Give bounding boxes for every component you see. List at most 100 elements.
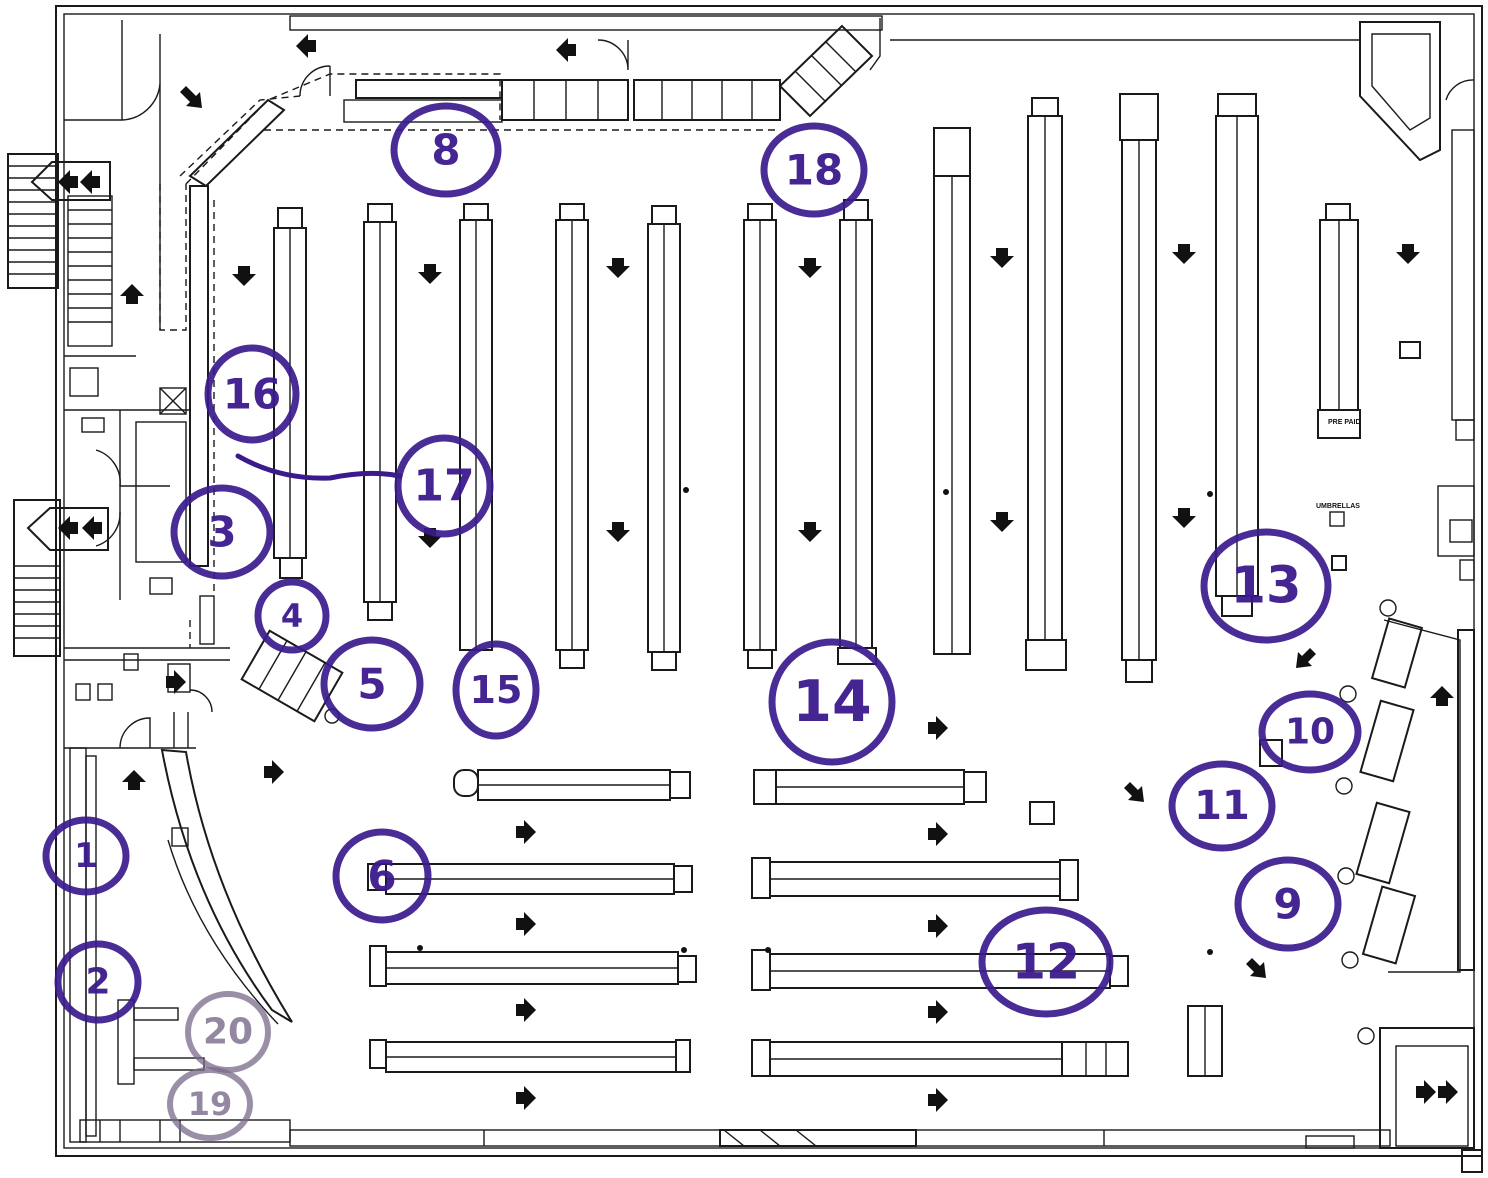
marker-5: 5 bbox=[320, 636, 424, 732]
outer-walls bbox=[55, 5, 1483, 1173]
back-rooms bbox=[64, 20, 230, 749]
arrow-left-icon bbox=[556, 38, 576, 62]
marker-ring bbox=[54, 940, 142, 1024]
marker-ring bbox=[320, 636, 424, 732]
arrow-right-icon bbox=[928, 1000, 948, 1024]
marker-number: 1 bbox=[74, 836, 98, 876]
arrow-up-icon bbox=[122, 770, 146, 790]
marker-number: 15 bbox=[470, 668, 523, 712]
arrow-diagonal-icon bbox=[1296, 648, 1316, 668]
marker-12: 12 bbox=[978, 906, 1114, 1018]
arrow-left-icon bbox=[82, 516, 102, 540]
top-wall-fixtures bbox=[289, 15, 1360, 123]
stairwell-lower bbox=[13, 499, 109, 657]
marker-number: 5 bbox=[357, 660, 386, 709]
arrow-diagonal-icon bbox=[1246, 958, 1266, 978]
arrow-down-icon bbox=[798, 522, 822, 542]
marker-ring bbox=[452, 640, 540, 740]
traffic-arrows bbox=[58, 34, 1458, 1112]
marker-10: 10 bbox=[1258, 690, 1362, 774]
horizontal-gondolas bbox=[367, 769, 1129, 1077]
marker-20: 20 bbox=[185, 991, 271, 1073]
arrow-down-icon bbox=[990, 512, 1014, 532]
arrow-right-icon bbox=[1416, 1080, 1436, 1104]
arrow-left-icon bbox=[296, 34, 316, 58]
marker-number: 9 bbox=[1273, 880, 1302, 929]
sign-labels: PRE PAID UMBRELLAS bbox=[1316, 419, 1361, 510]
arrow-right-icon bbox=[928, 914, 948, 938]
marker-number: 6 bbox=[367, 852, 396, 901]
arrow-right-icon bbox=[516, 820, 536, 844]
arrow-left-icon bbox=[80, 170, 100, 194]
arrow-right-icon bbox=[516, 912, 536, 936]
marker-16: 16 bbox=[204, 344, 300, 444]
marker-connector-line bbox=[235, 453, 403, 481]
marker-number: 2 bbox=[85, 962, 110, 1003]
marker-ring bbox=[394, 434, 494, 538]
arrow-down-icon bbox=[606, 522, 630, 542]
curved-counter bbox=[69, 663, 293, 1143]
marker-number: 13 bbox=[1231, 557, 1302, 616]
marker-8: 8 bbox=[390, 102, 502, 198]
marker-number: 10 bbox=[1285, 712, 1335, 753]
marker-number: 14 bbox=[792, 669, 871, 735]
marker-ring bbox=[760, 122, 868, 218]
arrow-up-icon bbox=[120, 284, 144, 304]
marker-number: 11 bbox=[1194, 783, 1250, 829]
arrow-right-icon bbox=[928, 822, 948, 846]
marker-13: 13 bbox=[1200, 528, 1332, 644]
marker-2: 2 bbox=[54, 940, 142, 1024]
marker-11: 11 bbox=[1168, 760, 1276, 852]
marker-19: 19 bbox=[167, 1067, 253, 1141]
floor-fixtures bbox=[417, 341, 1421, 1077]
marker-ring bbox=[1258, 690, 1362, 774]
stairwell-upper bbox=[7, 153, 113, 347]
marker-number: 3 bbox=[207, 508, 236, 557]
marker-ring bbox=[978, 906, 1114, 1018]
arrow-diagonal-icon bbox=[1124, 782, 1144, 802]
marker-15: 15 bbox=[452, 640, 540, 740]
marker-ring bbox=[167, 1067, 253, 1141]
marker-number: 18 bbox=[785, 146, 843, 195]
marker-ring bbox=[170, 484, 274, 580]
prepaid-sign: PRE PAID bbox=[1328, 419, 1361, 426]
arrow-right-icon bbox=[928, 716, 948, 740]
marker-ring bbox=[185, 991, 271, 1073]
umbrellas-sign: UMBRELLAS bbox=[1316, 503, 1360, 510]
marker-ring bbox=[1168, 760, 1276, 852]
marker-ring bbox=[1200, 528, 1332, 644]
marker-ring bbox=[42, 816, 130, 896]
arrow-right-icon bbox=[516, 998, 536, 1022]
marker-number: 16 bbox=[223, 370, 281, 419]
arrow-left-icon bbox=[58, 170, 78, 194]
marker-14: 14 bbox=[768, 638, 896, 766]
arrow-down-icon bbox=[606, 258, 630, 278]
arrow-right-icon bbox=[928, 1088, 948, 1112]
arrow-right-icon bbox=[1438, 1080, 1458, 1104]
marker-number: 17 bbox=[413, 461, 474, 512]
arrow-down-icon bbox=[798, 258, 822, 278]
arrow-down-icon bbox=[1172, 508, 1196, 528]
marker-17: 17 bbox=[394, 434, 494, 538]
arrow-right-icon bbox=[264, 760, 284, 784]
marker-3: 3 bbox=[170, 484, 274, 580]
bottom-wall bbox=[289, 1027, 1475, 1149]
marker-4: 4 bbox=[254, 578, 330, 654]
marker-ring bbox=[332, 828, 432, 924]
arrow-right-icon bbox=[166, 670, 186, 694]
marker-number: 12 bbox=[1012, 934, 1080, 991]
arrow-left-icon bbox=[58, 516, 78, 540]
marker-1: 1 bbox=[42, 816, 130, 896]
arrow-down-icon bbox=[418, 264, 442, 284]
arrow-diagonal-icon bbox=[180, 86, 202, 108]
arrow-down-icon bbox=[990, 248, 1014, 268]
marker-9: 9 bbox=[1234, 856, 1342, 952]
arrow-right-icon bbox=[516, 1086, 536, 1110]
vertical-gondolas bbox=[273, 93, 1361, 683]
marker-number: 19 bbox=[188, 1085, 233, 1123]
marker-number: 20 bbox=[203, 1012, 253, 1053]
corner-top-right bbox=[1359, 21, 1475, 971]
marker-number: 8 bbox=[431, 126, 460, 175]
arrow-down-icon bbox=[1396, 244, 1420, 264]
